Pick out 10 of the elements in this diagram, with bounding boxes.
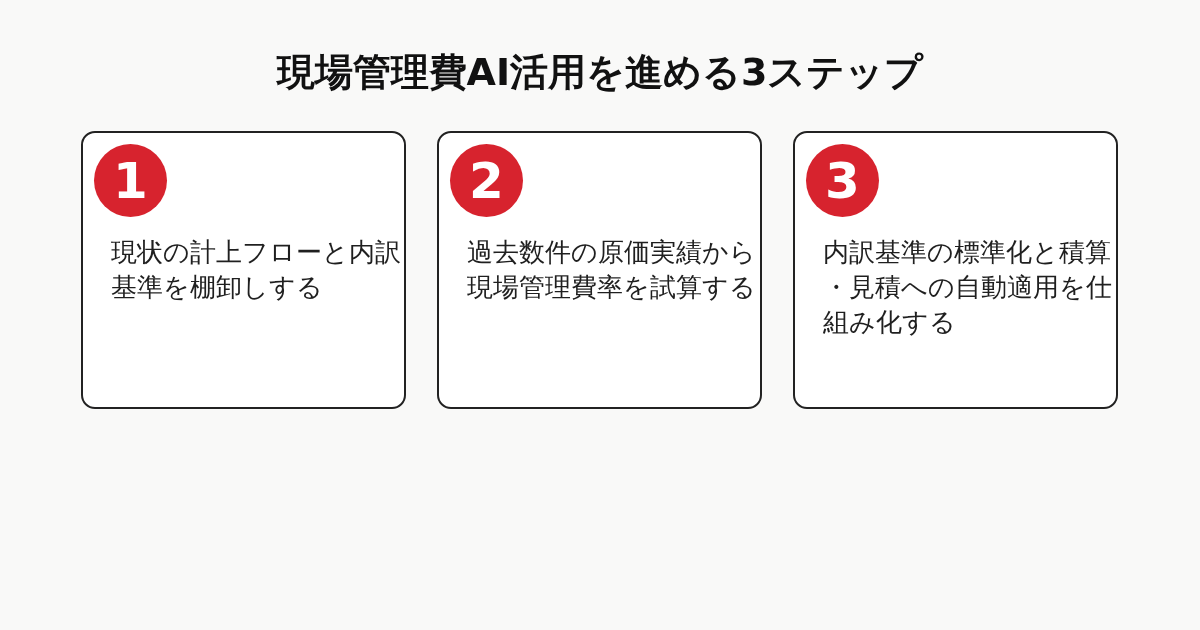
step-description: 内訳基準の標準化と積算・見積への自動適用を仕組み化する: [823, 236, 1113, 339]
number-circle: 1: [94, 144, 167, 217]
title: 現場管理費AI活用を進める3ステップ: [275, 49, 925, 96]
number-circle: 3: [806, 144, 879, 217]
step-description: 過去数件の原価実績から現場管理費率を試算する: [467, 236, 757, 304]
number-circle: 2: [450, 144, 523, 217]
step-card: [793, 131, 1118, 409]
step-card: [81, 131, 406, 409]
step-description: 現状の計上フローと内訳基準を棚卸しする: [111, 236, 402, 304]
step-card: [437, 131, 762, 409]
